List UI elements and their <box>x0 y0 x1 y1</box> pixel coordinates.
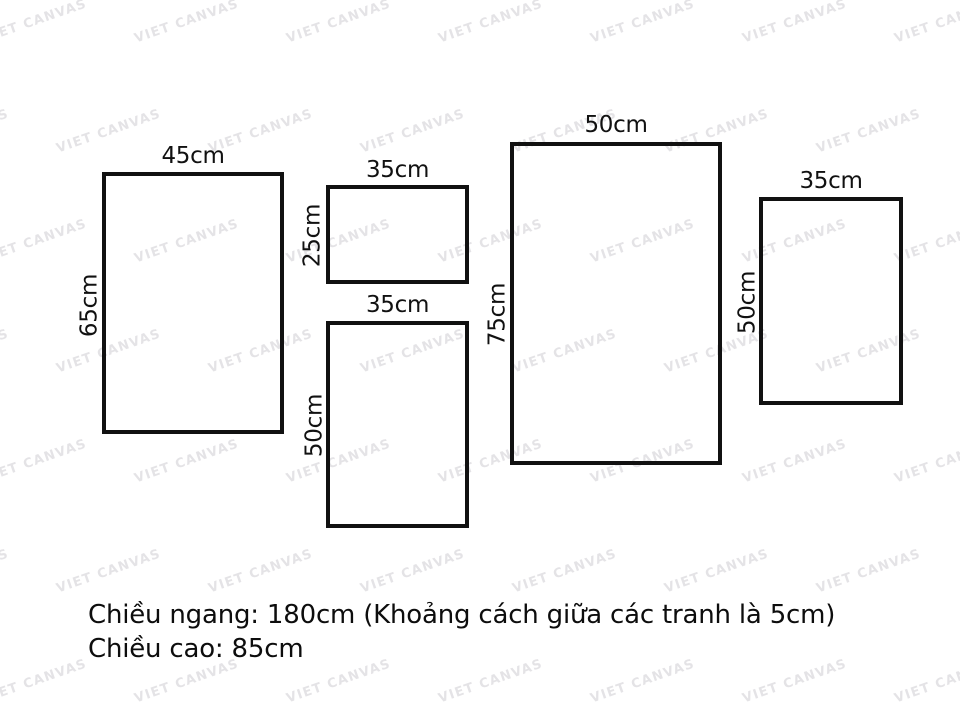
panel-5-width-label: 35cm <box>799 168 863 194</box>
panel-1-frame <box>102 172 284 434</box>
panel-2-height-label: 25cm <box>299 203 326 268</box>
panel-3-width-label: 35cm <box>365 292 430 318</box>
panel-3-height-label: 50cm <box>301 393 328 458</box>
panel-4-frame <box>510 142 722 465</box>
panel-3-frame <box>326 321 469 528</box>
panel-1-height-label: 65cm <box>76 273 103 338</box>
panel-4-width-label: 50cm <box>584 112 648 138</box>
caption-line-height: Chiều cao: 85cm <box>88 634 304 665</box>
panel-2-frame <box>326 185 469 284</box>
panel-5-frame <box>759 197 903 405</box>
panel-5-height-label: 50cm <box>734 270 761 335</box>
panel-1-width-label: 45cm <box>161 143 225 169</box>
caption-line-width: Chiều ngang: 180cm (Khoảng cách giữa các… <box>88 600 836 630</box>
panel-2-width-label: 35cm <box>365 157 430 183</box>
panel-4-height-label: 75cm <box>484 282 511 347</box>
caption-block: Chiều ngang: 180cm (Khoảng cách giữa các… <box>88 598 835 667</box>
